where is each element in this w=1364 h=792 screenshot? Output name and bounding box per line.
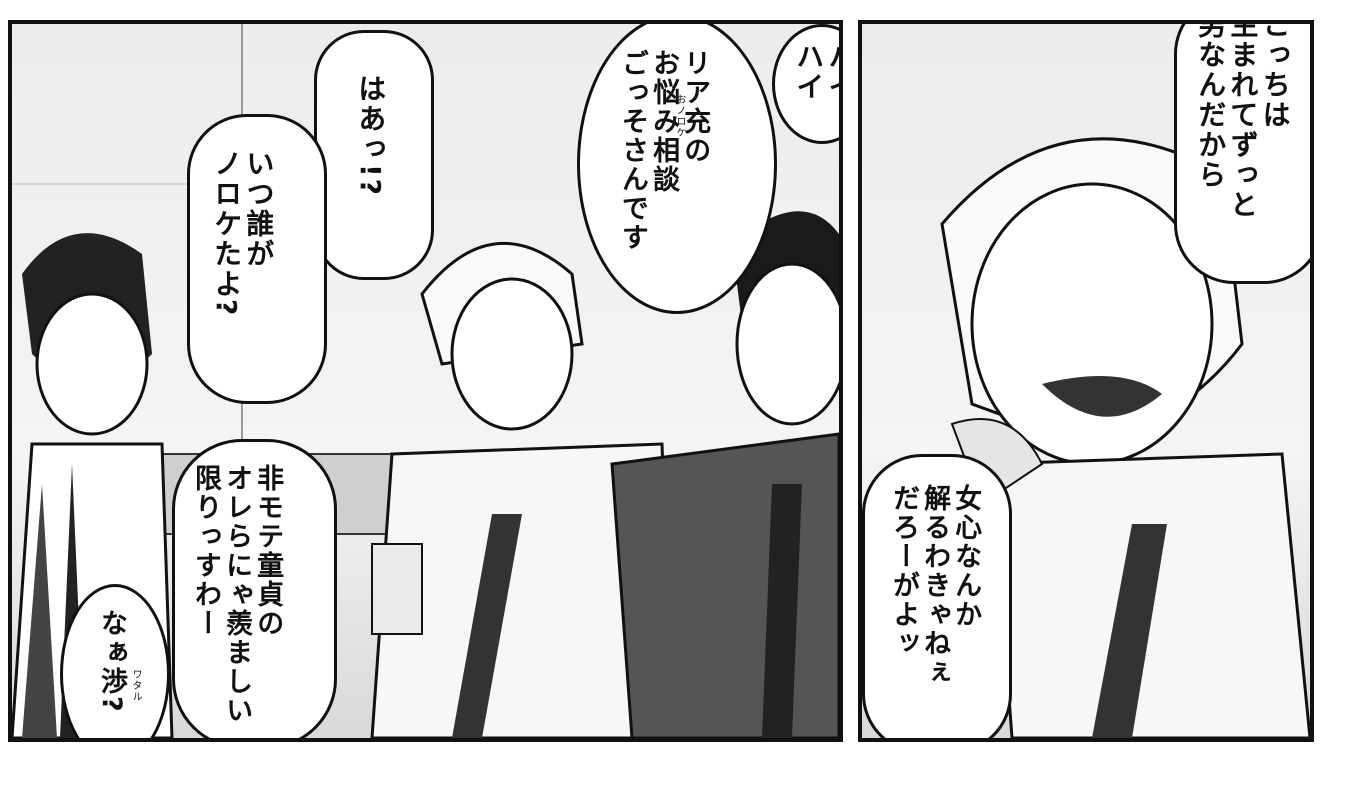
glass [371, 543, 423, 635]
bubble-text-onnagokoro: 女心なんか 解るわきゃねぇ だろーがよッ [888, 484, 982, 687]
ruby-riajuu: おノロケ [674, 94, 685, 138]
bubble-text-hai: ハイ ハイ [792, 42, 843, 102]
speech-bubble-naa [60, 584, 170, 738]
bubble-text-naa: なぁ渉? [96, 609, 128, 714]
character-closeup-art [940, 137, 1310, 738]
panel-right: こっちは 生まれてずっと 男なんだから 女心なんか 解るわきゃねぇ だろーがよッ [858, 20, 1314, 742]
speech-bubble-onnagokoro [862, 454, 1012, 738]
character-center [370, 242, 674, 738]
character-right [610, 211, 839, 738]
bubble-text-kocchi: こっちは 生まれてずっと 男なんだから [1194, 20, 1292, 220]
speech-bubble-itsu [187, 114, 327, 404]
ruby-naa: ワタル [130, 669, 141, 702]
speech-bubble-haa [314, 30, 434, 280]
speech-bubble-riajuu [577, 24, 777, 314]
bubble-text-himote: 非モテ童貞の オレらにゃ羨ましい 限りっすわー [190, 464, 284, 725]
characters-art [12, 24, 839, 738]
bubble-text-haa: はあっ!? [354, 74, 388, 198]
panel-left: はあっ!? いつ誰が ノロケたよ? ハイ ハイ リア充の お悩み相談 ごっそさん… [8, 20, 843, 742]
bubble-text-riajuu: リア充の お悩み相談 ごっそさんです [617, 49, 711, 252]
bubble-text-itsu: いつ誰が ノロケたよ? [210, 149, 276, 318]
speech-bubble-himote [172, 439, 337, 738]
speech-bubble-kocchi [1174, 24, 1310, 284]
